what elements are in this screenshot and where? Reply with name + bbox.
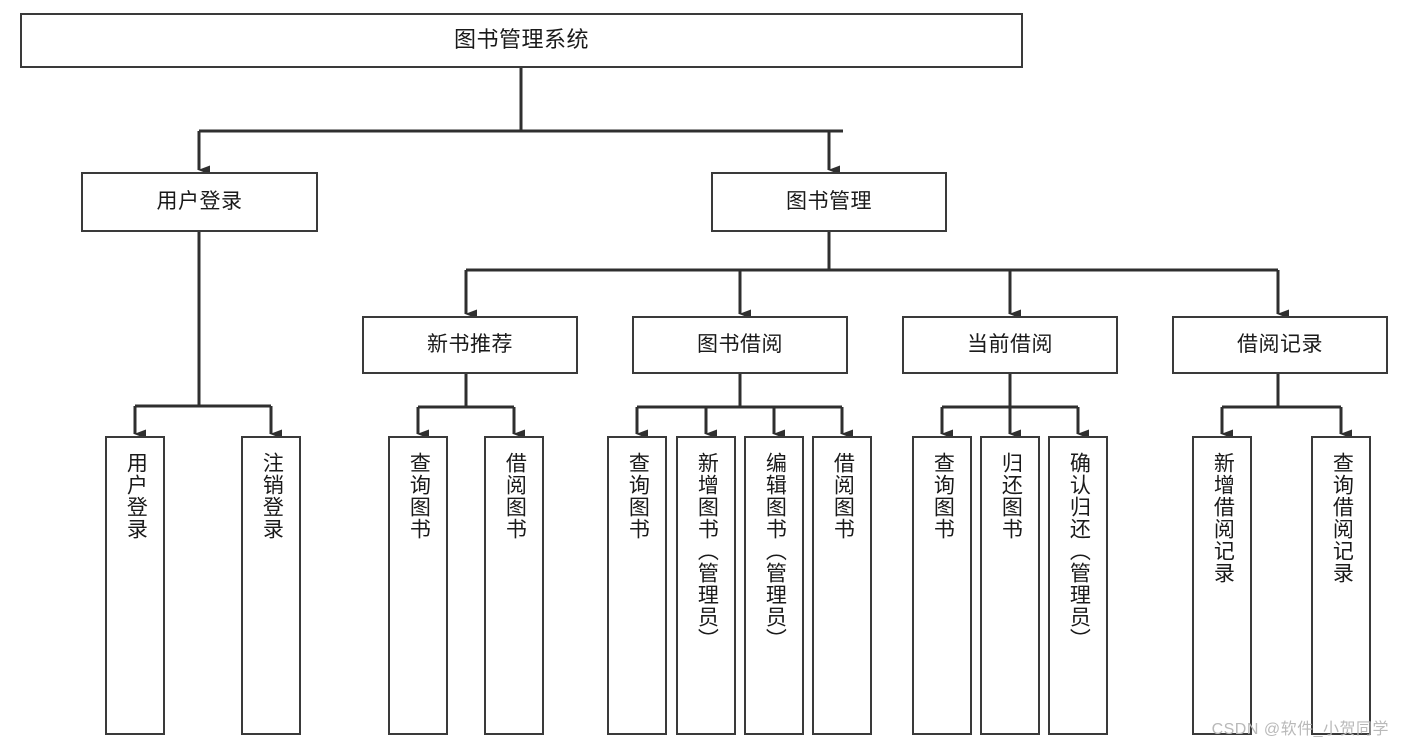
- node-label: 图书借阅: [697, 333, 783, 357]
- node-book-borrow[interactable]: 图书借阅: [632, 316, 848, 374]
- node-label: 用户登录: [156, 190, 243, 214]
- node-label: 图书管理: [786, 190, 872, 214]
- leaf-borrow-record-add-record[interactable]: 新增借阅记录: [1192, 436, 1252, 735]
- leaf-current-borrow-query-book[interactable]: 查询图书: [912, 436, 972, 735]
- node-label: 用户登录: [124, 452, 148, 540]
- node-label: 查询图书: [626, 452, 650, 540]
- node-book-management[interactable]: 图书管理: [711, 172, 947, 232]
- node-label: 借阅图书: [831, 452, 855, 540]
- leaf-new-book-borrow-book[interactable]: 借阅图书: [484, 436, 544, 735]
- leaf-user-login-login[interactable]: 用户登录: [105, 436, 165, 735]
- node-label: 新书推荐: [427, 333, 513, 357]
- node-label: 注销登录: [260, 452, 284, 540]
- node-label: 编辑图书（管理员）: [763, 452, 787, 650]
- node-label: 借阅图书: [503, 452, 527, 540]
- node-label: 确认归还（管理员）: [1067, 452, 1091, 650]
- node-label: 新增图书（管理员）: [695, 452, 719, 650]
- node-root-book-management-system[interactable]: 图书管理系统: [20, 13, 1023, 68]
- node-current-borrow[interactable]: 当前借阅: [902, 316, 1118, 374]
- leaf-book-borrow-query-book[interactable]: 查询图书: [607, 436, 667, 735]
- node-label: 图书管理系统: [453, 27, 589, 53]
- leaf-new-book-query-book[interactable]: 查询图书: [388, 436, 448, 735]
- node-new-book-recommend[interactable]: 新书推荐: [362, 316, 578, 374]
- node-user-login[interactable]: 用户登录: [81, 172, 318, 232]
- node-label: 归还图书: [999, 452, 1023, 540]
- leaf-book-borrow-edit-book-admin[interactable]: 编辑图书（管理员）: [744, 436, 804, 735]
- node-borrow-record[interactable]: 借阅记录: [1172, 316, 1388, 374]
- node-label: 借阅记录: [1237, 333, 1323, 357]
- leaf-current-borrow-return-book[interactable]: 归还图书: [980, 436, 1040, 735]
- node-label: 查询借阅记录: [1330, 452, 1354, 584]
- leaf-borrow-record-query-record[interactable]: 查询借阅记录: [1311, 436, 1371, 735]
- leaf-current-borrow-confirm-return-admin[interactable]: 确认归还（管理员）: [1048, 436, 1108, 735]
- watermark-text: CSDN @软件_小贺同学: [1211, 721, 1389, 738]
- node-label: 新增借阅记录: [1211, 452, 1235, 584]
- node-label: 当前借阅: [967, 333, 1053, 357]
- node-label: 查询图书: [407, 452, 431, 540]
- leaf-user-login-logout[interactable]: 注销登录: [241, 436, 301, 735]
- node-label: 查询图书: [931, 452, 955, 540]
- leaf-book-borrow-borrow-book[interactable]: 借阅图书: [812, 436, 872, 735]
- leaf-book-borrow-add-book-admin[interactable]: 新增图书（管理员）: [676, 436, 736, 735]
